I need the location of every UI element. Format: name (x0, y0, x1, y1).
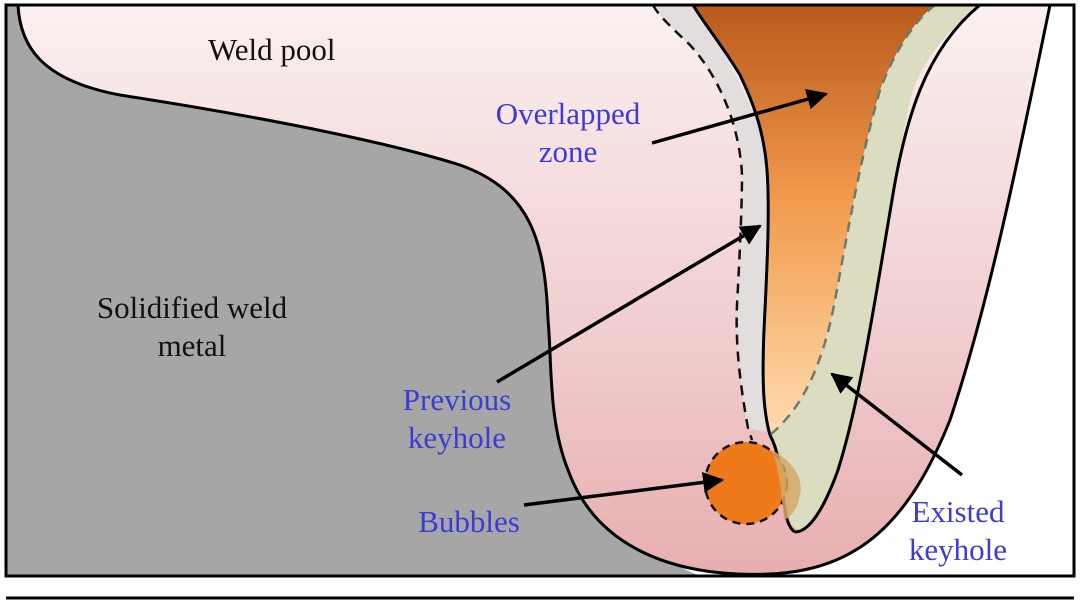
bubbles-arrow (523, 471, 725, 507)
overlapped-zone-label-line2: zone (539, 134, 598, 169)
previous-keyhole-label-line1: Previous (403, 382, 512, 417)
solidified-weld-metal-region (6, 5, 700, 576)
previous-keyhole-arrow (496, 224, 762, 384)
weld-pool-boundary-line (16, 4, 1052, 576)
existed-keyhole-label-line2: keyhole (909, 532, 1007, 567)
existed-keyhole-label-line1: Existed (912, 494, 1005, 529)
existed-keyhole-arrow (830, 372, 964, 477)
existed-keyhole-dashed-line (769, 4, 936, 436)
bubbles-label: Bubbles (418, 504, 520, 539)
previous-keyhole-zone (653, 5, 769, 432)
bubble-overlap-shade (772, 450, 801, 520)
overlapped-zone-arrow (651, 89, 829, 145)
solidified-weld-metal-label-line1: Solidified weld (97, 290, 288, 325)
solidified-weld-metal-label-line2: metal (158, 328, 227, 363)
previous-keyhole-label-line2: keyhole (408, 420, 506, 455)
keyhole-rear-wall-line (794, 3, 981, 534)
overlapped-zone-label-line1: Overlapped (496, 96, 641, 131)
previous-keyhole-dashed-line (651, 4, 754, 441)
frame-border (4, 3, 1076, 578)
weld-pool-label: Weld pool (208, 32, 336, 67)
existed-keyhole-zone (770, 5, 980, 530)
overlapped-zone-region (693, 5, 935, 435)
